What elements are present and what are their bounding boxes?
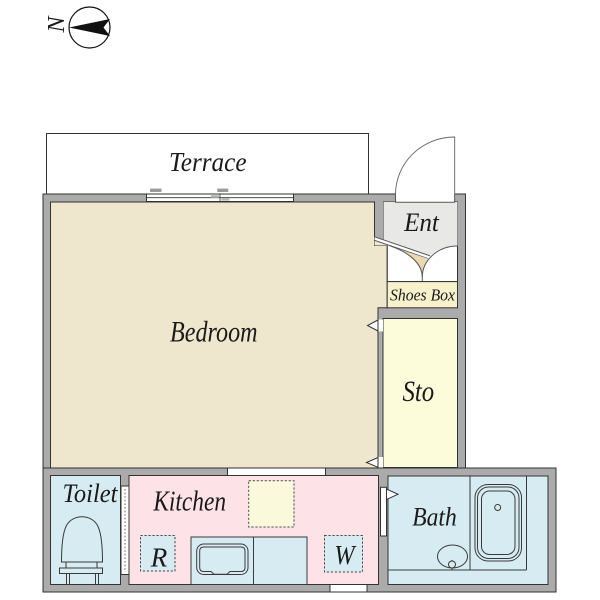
svg-text:Bath: Bath (412, 503, 457, 532)
svg-text:Sto: Sto (402, 375, 434, 408)
svg-text:N: N (44, 15, 70, 34)
svg-text:Ent: Ent (403, 208, 440, 237)
svg-text:Terrace: Terrace (169, 147, 247, 177)
svg-text:Shoes Box: Shoes Box (390, 286, 455, 305)
svg-text:Bedroom: Bedroom (170, 316, 258, 349)
svg-text:R: R (150, 543, 168, 573)
svg-text:Toilet: Toilet (63, 479, 119, 508)
svg-text:Kitchen: Kitchen (153, 487, 227, 518)
svg-text:W: W (334, 540, 356, 570)
